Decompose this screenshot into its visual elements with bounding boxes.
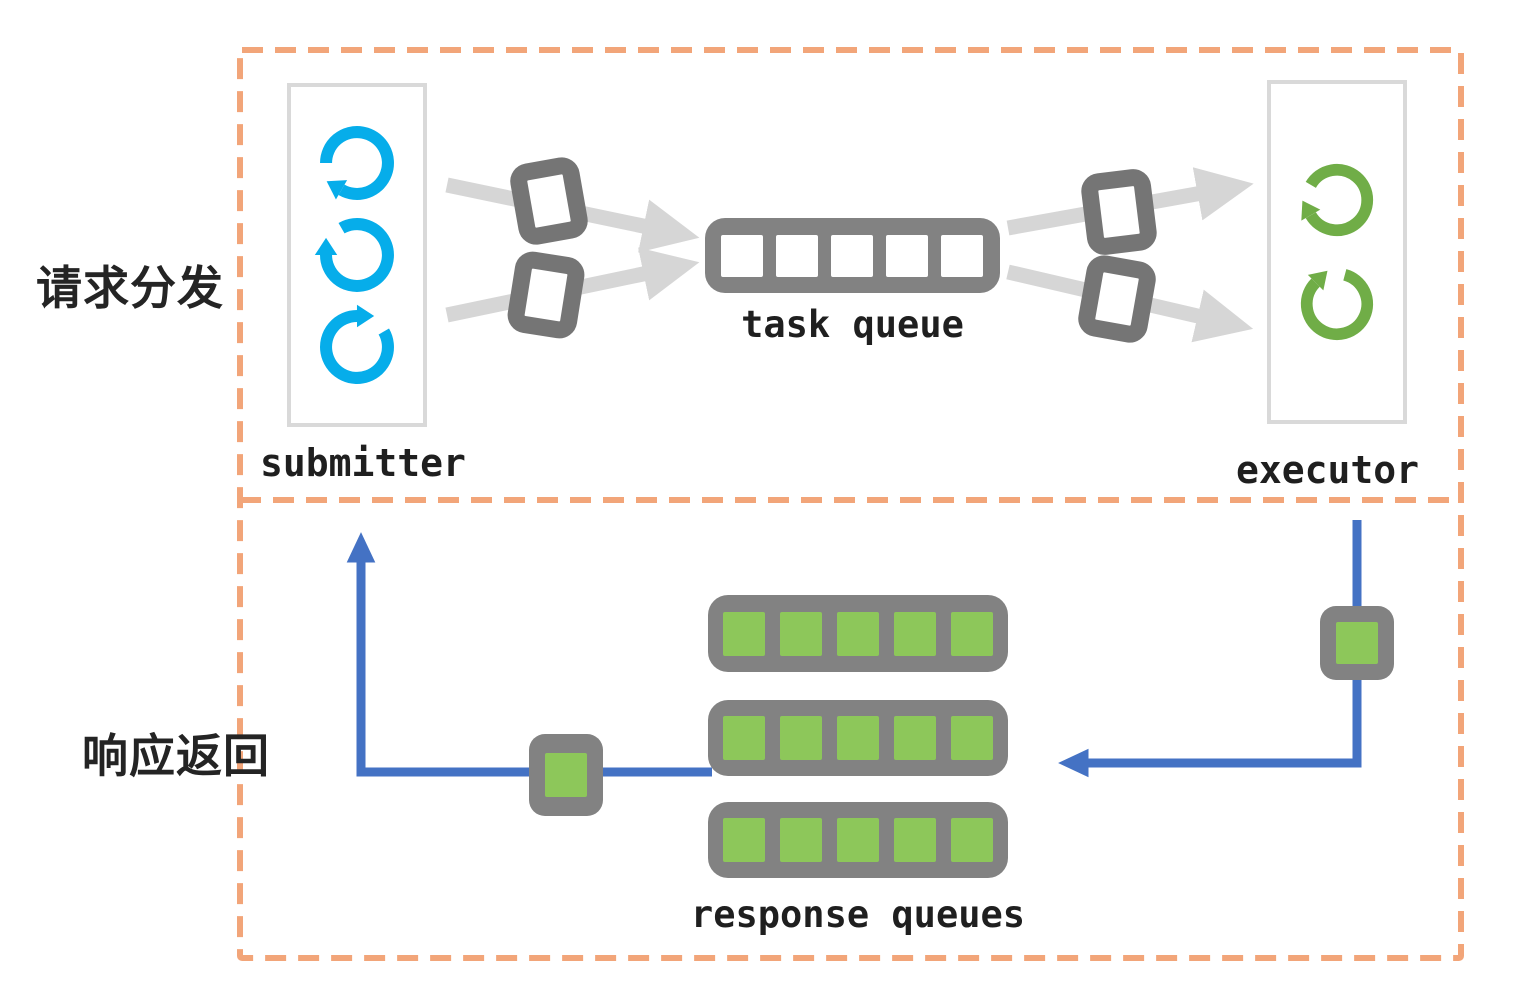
response-queue-slot xyxy=(837,716,879,760)
response-queue-slot xyxy=(951,611,993,656)
response-queue-slot xyxy=(723,818,765,862)
response-queue-slot xyxy=(837,611,879,656)
response-queue-slot xyxy=(951,818,993,862)
submitter-label: submitter xyxy=(260,441,466,485)
green-slot xyxy=(545,753,587,797)
response-queue xyxy=(708,595,1008,672)
response-queue-slot xyxy=(894,716,936,760)
refresh-loop-icon xyxy=(314,120,400,206)
response-queue-slot xyxy=(780,716,822,760)
task-queue-slot xyxy=(721,234,763,277)
submitter-box xyxy=(287,83,427,427)
message-icon xyxy=(505,249,587,341)
executor-box xyxy=(1267,80,1407,424)
task-queue xyxy=(705,218,1000,293)
refresh-loop-icon xyxy=(1280,143,1395,258)
dashed-boundary xyxy=(237,47,1464,961)
response-message-icon xyxy=(529,734,603,816)
response-queue xyxy=(708,700,1008,776)
refresh-loop-icon xyxy=(298,288,415,405)
response-return-label: 响应返回 xyxy=(82,729,270,783)
task-queue-label: task queue xyxy=(741,303,964,346)
message-icon xyxy=(1075,252,1159,346)
return-arrow-executor-to-queues xyxy=(1058,520,1362,778)
response-queue-slot xyxy=(723,716,765,760)
message-icon xyxy=(507,154,591,248)
response-queue-slot xyxy=(894,818,936,862)
green-slot xyxy=(1336,622,1378,664)
task-queue-slot xyxy=(941,234,983,277)
response-queue xyxy=(708,802,1008,878)
response-queue-slot xyxy=(780,818,822,862)
response-queue-slot xyxy=(837,818,879,862)
task-queue-slot xyxy=(831,234,873,277)
response-queue-slot xyxy=(951,716,993,760)
response-queue-slot xyxy=(780,611,822,656)
response-message-icon xyxy=(1320,606,1394,680)
response-queue-slot xyxy=(723,611,765,656)
message-icon xyxy=(1079,167,1159,257)
task-queue-slot xyxy=(776,234,818,277)
response-queues-label: response queues xyxy=(690,893,1026,936)
refresh-loop-icon xyxy=(1286,253,1389,356)
request-dispatch-label: 请求分发 xyxy=(36,261,224,315)
task-queue-slot xyxy=(886,234,928,277)
executor-label: executor xyxy=(1236,448,1420,492)
response-queue-slot xyxy=(894,611,936,656)
